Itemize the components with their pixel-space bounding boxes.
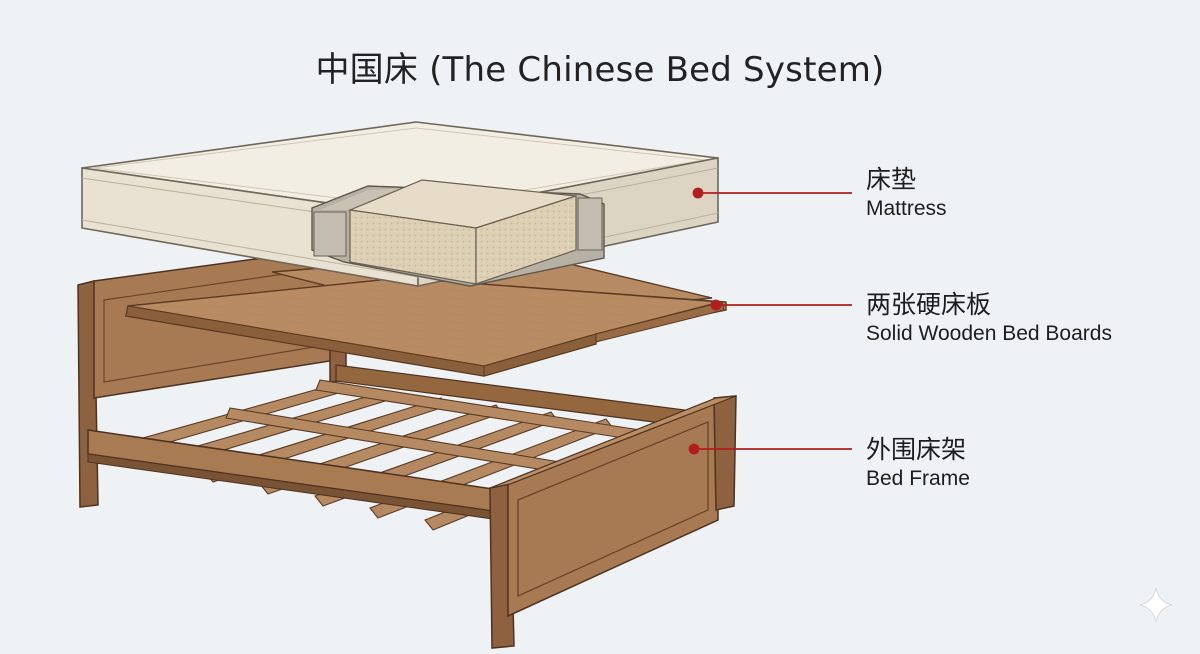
sparkle-icon [1139, 587, 1173, 623]
label-bed-boards: 两张硬床板 Solid Wooden Bed Boards [866, 290, 1112, 348]
bed-boards [125, 251, 727, 377]
mattress [81, 121, 719, 287]
label-mattress: 床垫 Mattress [866, 165, 947, 223]
label-bed-frame-zh: 外围床架 [866, 435, 967, 464]
label-bed-boards-en: Solid Wooden Bed Boards [866, 322, 1112, 345]
leader-lines [688, 187, 852, 455]
page-title: 中国床 (The Chinese Bed System) [315, 50, 885, 90]
label-bed-boards-zh: 两张硬床板 [866, 290, 992, 319]
label-mattress-zh: 床垫 [866, 165, 917, 194]
label-bed-frame-en: Bed Frame [866, 467, 970, 490]
leader-dot-boards [710, 299, 722, 311]
mattress-cutaway [311, 179, 605, 287]
label-mattress-en: Mattress [866, 197, 947, 220]
leader-dot-mattress [692, 187, 704, 199]
foot-post-right [713, 395, 737, 511]
bed-frame [77, 243, 737, 649]
leader-dot-frame [688, 443, 700, 455]
mattress-filling-right [475, 195, 577, 285]
label-bed-frame: 外围床架 Bed Frame [866, 435, 970, 493]
